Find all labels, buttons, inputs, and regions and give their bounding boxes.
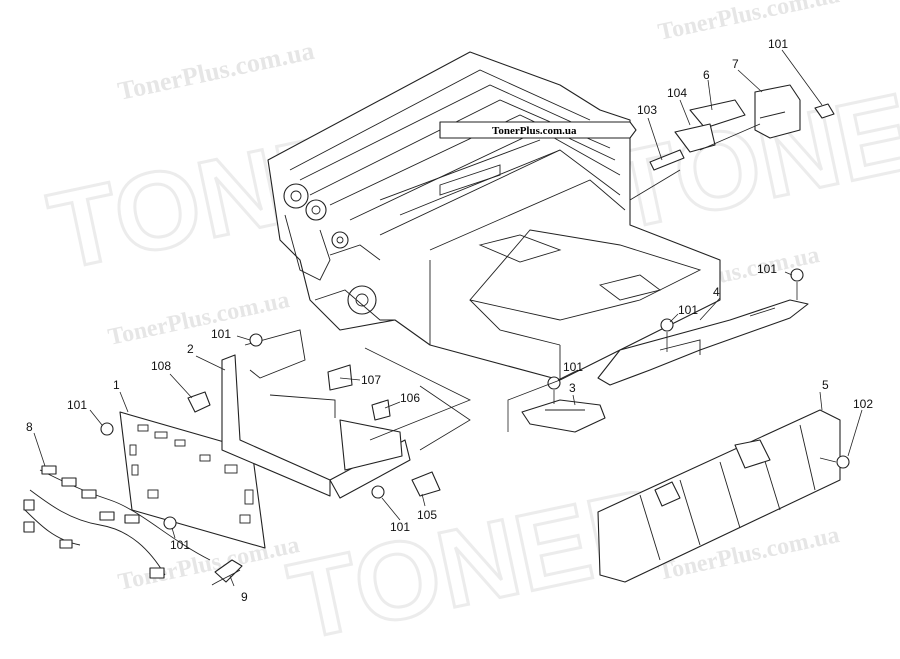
callout-6: 6 bbox=[703, 68, 710, 82]
part-1-board bbox=[100, 411, 266, 549]
part-3-bracket bbox=[507, 376, 606, 433]
label-box: TonerPlus.com.ua bbox=[439, 121, 637, 139]
top-right-brackets bbox=[629, 84, 835, 201]
leader-lines bbox=[33, 49, 863, 587]
callout-101-bracket: 101 bbox=[563, 360, 583, 374]
part-8-harness bbox=[23, 465, 211, 579]
callout-101-lower: 101 bbox=[170, 538, 190, 552]
callout-101-board: 101 bbox=[67, 398, 87, 412]
callout-5: 5 bbox=[822, 378, 829, 392]
part-4-plate bbox=[597, 268, 809, 386]
callout-103: 103 bbox=[637, 103, 657, 117]
callout-107: 107 bbox=[361, 373, 381, 387]
watermark-big-text: TONER bbox=[599, 54, 900, 254]
callout-101-top-right: 101 bbox=[768, 37, 788, 51]
callout-labels: 1 2 3 4 5 6 7 8 9 101 101 101 101 101 10… bbox=[26, 37, 873, 604]
callout-101-plate: 101 bbox=[678, 303, 698, 317]
callout-104: 104 bbox=[667, 86, 687, 100]
callout-3: 3 bbox=[569, 381, 576, 395]
callout-8: 8 bbox=[26, 420, 33, 434]
callout-4: 4 bbox=[713, 285, 720, 299]
part-2-frame bbox=[187, 329, 471, 499]
callout-101-frame: 101 bbox=[211, 327, 231, 341]
callout-101-right: 101 bbox=[757, 262, 777, 276]
callout-101-center: 101 bbox=[390, 520, 410, 534]
watermark-text: TonerPlus.com.ua bbox=[115, 36, 317, 106]
callout-108: 108 bbox=[151, 359, 171, 373]
callout-1: 1 bbox=[113, 378, 120, 392]
callout-105: 105 bbox=[417, 508, 437, 522]
label-box-text: TonerPlus.com.ua bbox=[492, 125, 577, 137]
callout-2: 2 bbox=[187, 342, 194, 356]
watermark-text: TonerPlus.com.ua bbox=[656, 0, 842, 46]
callout-102: 102 bbox=[853, 397, 873, 411]
callout-106: 106 bbox=[400, 391, 420, 405]
callout-9: 9 bbox=[241, 590, 248, 604]
callout-7: 7 bbox=[732, 57, 739, 71]
watermark-text: TonerPlus.com.ua bbox=[106, 287, 292, 351]
watermark-text: TonerPlus.com.ua bbox=[116, 532, 302, 596]
part-9-cable bbox=[211, 559, 243, 586]
part-5-cover bbox=[597, 409, 850, 583]
